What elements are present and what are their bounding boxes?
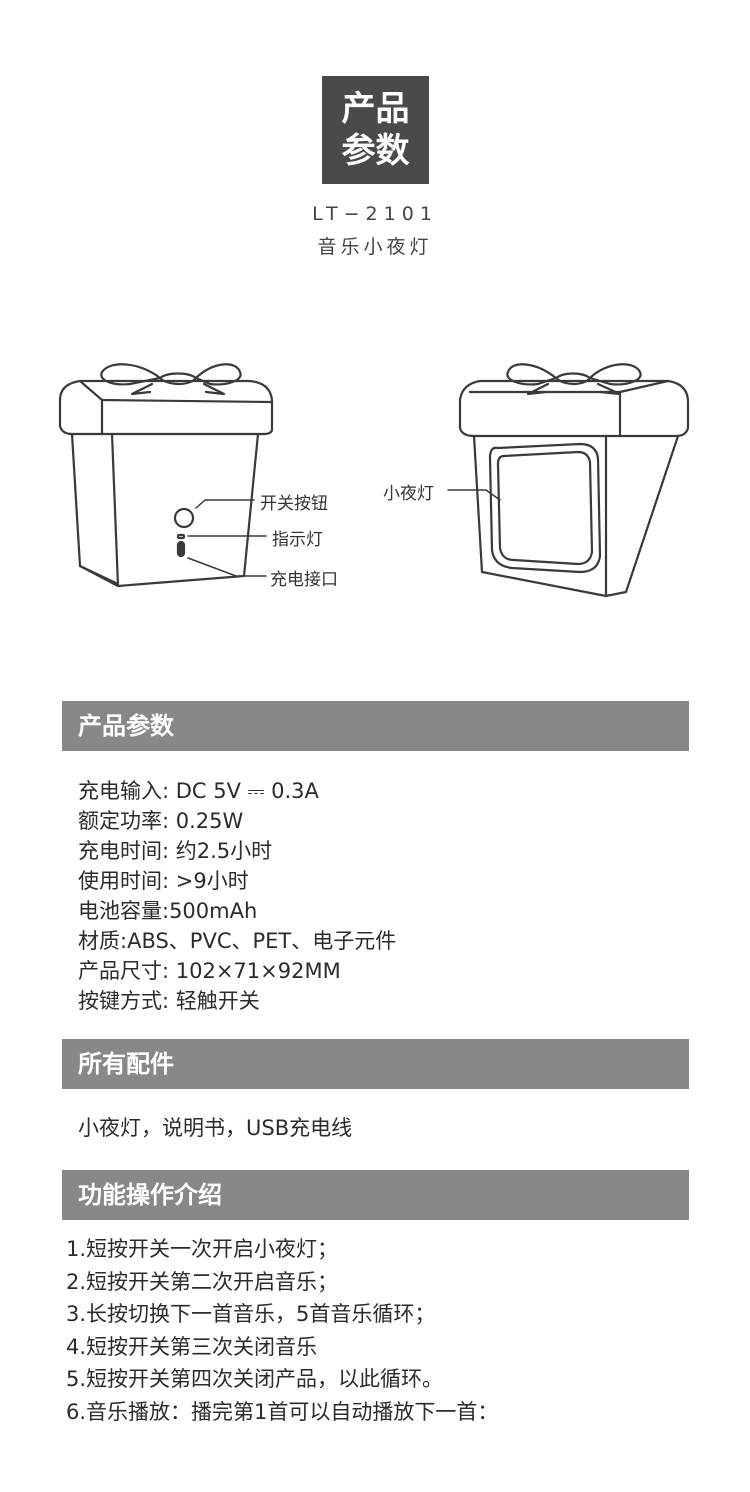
spec-item: 额定功率: 0.25W	[78, 809, 244, 833]
spec-item: 使用时间: >9小时	[78, 869, 249, 893]
operation-list: 1.短按开关一次开启小夜灯； 2.短按开关第二次开启音乐； 3.长按切换下一首音…	[66, 1233, 498, 1428]
operation-item: 2.短按开关第二次开启音乐；	[66, 1269, 339, 1294]
box-side-illustration	[447, 363, 690, 598]
spec-item: 充电输入: DC 5V ⎓ 0.3A	[78, 779, 319, 803]
model-number: LT−2101	[312, 203, 438, 225]
spec-item: 充电时间: 约2.5小时	[78, 839, 273, 863]
accessories-text: 小夜灯，说明书，USB充电线	[78, 1116, 353, 1140]
label-charging-port: 充电接口	[270, 570, 338, 590]
section-operation-title: 功能操作介绍	[62, 1170, 689, 1220]
operation-item: 5.短按开关第四次关闭产品，以此循环。	[66, 1367, 444, 1391]
section-accessories-title: 所有配件	[62, 1039, 689, 1089]
operation-item: 3.长按切换下一首音乐，5首音乐循环；	[66, 1302, 436, 1326]
header-badge: 产品 参数	[322, 76, 429, 184]
label-night-light: 小夜灯	[383, 484, 434, 504]
badge-line-2: 参数	[341, 131, 410, 171]
label-indicator: 指示灯	[272, 530, 323, 550]
spec-item: 材质:ABS、PVC、PET、电子元件	[78, 929, 397, 953]
badge-line-1: 产品	[341, 89, 410, 129]
operation-item: 6.音乐播放：播完第1首可以自动播放下一首：	[66, 1399, 499, 1424]
operation-item: 4.短按开关第三次关闭音乐	[66, 1334, 318, 1359]
spec-list: 充电输入: DC 5V ⎓ 0.3A 额定功率: 0.25W 充电时间: 约2.…	[78, 776, 396, 1016]
spec-item: 产品尺寸: 102×71×92MM	[78, 959, 341, 983]
operation-item: 1.短按开关一次开启小夜灯；	[66, 1237, 339, 1261]
spec-item: 按键方式: 轻触开关	[78, 989, 260, 1013]
box-front-illustration	[58, 363, 274, 588]
section-specs-title: 产品参数	[62, 701, 689, 751]
label-power-button: 开关按钮	[260, 494, 328, 514]
spec-item: 电池容量:500mAh	[78, 899, 258, 923]
product-diagram	[58, 363, 690, 598]
product-name: 音乐小夜灯	[317, 236, 433, 258]
